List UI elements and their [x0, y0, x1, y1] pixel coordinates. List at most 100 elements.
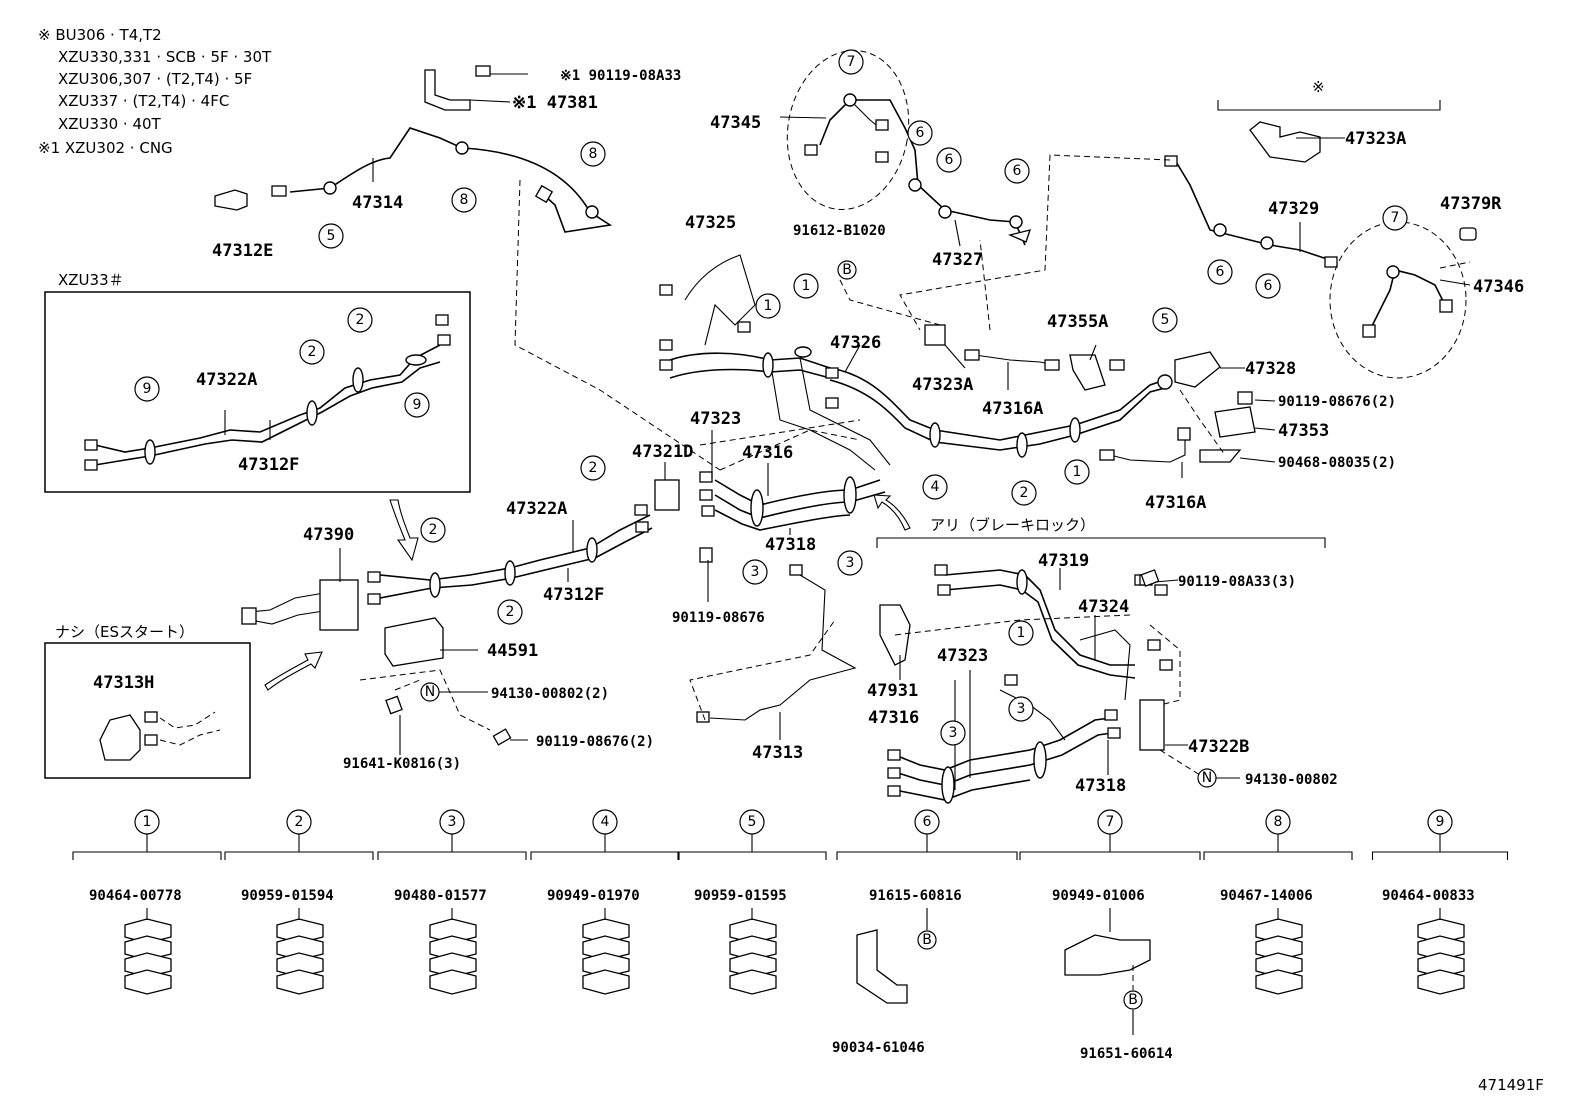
svg-text:6: 6	[1264, 278, 1273, 294]
inset-box-nashi	[44, 642, 251, 779]
clamp-part-6: 91615-60816	[869, 888, 962, 904]
label-47318-b: 47318	[1075, 776, 1126, 796]
svg-text:5: 5	[1161, 312, 1170, 328]
svg-text:2: 2	[356, 312, 365, 328]
inset-47313H	[99, 711, 221, 761]
clamp-legend-5: 5 90959-01595	[677, 809, 827, 995]
svg-text:B: B	[922, 932, 932, 948]
svg-text:2: 2	[1020, 485, 1029, 501]
clamp-dots	[144, 93, 1400, 804]
callout-1: 1	[793, 273, 819, 299]
pipe-47314	[214, 65, 613, 233]
note-line-5: XZU330 · 40T	[58, 115, 162, 133]
clamp-number-8: 8	[1265, 809, 1291, 835]
label-47390: 47390	[303, 525, 354, 545]
callout-7: 7	[1382, 205, 1408, 231]
label-47316A-low: 47316A	[1145, 493, 1206, 513]
label-90119-08A33: ※1 90119-08A33	[560, 68, 681, 84]
label-47322B: 47322B	[1188, 737, 1249, 757]
clamp-sketch-9	[1417, 908, 1465, 995]
svg-text:1: 1	[802, 278, 811, 294]
clamp-number-6: 6	[914, 809, 940, 835]
svg-text:9: 9	[1436, 814, 1445, 830]
clamp-extra-part-6: 90034-61046	[832, 1040, 925, 1056]
label-47312F-inset: 47312F	[238, 455, 299, 475]
model-notes: ※ BU306 · T4,T2 XZU330,331 · SCB · 5F · …	[38, 26, 272, 157]
label-47323A-top: 47323A	[1345, 129, 1406, 149]
callout-6: 6	[1004, 158, 1030, 184]
clamp-number-5: 5	[739, 809, 765, 835]
label-47316-b: 47316	[868, 708, 919, 728]
clamp-number-2: 2	[286, 809, 312, 835]
callout-3: 3	[940, 720, 966, 746]
block-47322B	[1139, 699, 1165, 751]
note-line-4: XZU337 · (T2,T4) · 4FC	[58, 92, 229, 110]
label-47353: 47353	[1278, 421, 1329, 441]
clamp-part-8: 90467-14006	[1220, 888, 1313, 904]
label-47326: 47326	[830, 333, 881, 353]
callout-6: 6	[936, 147, 962, 173]
pipe-right-top	[1164, 121, 1477, 379]
marker-n-1: N	[420, 682, 440, 702]
label-47327: 47327	[932, 250, 983, 270]
clamp-legend-2: 2 90959-01594	[224, 809, 374, 995]
pipe-right-mid	[964, 349, 1256, 463]
clamp-legend-8: 8 90467-14006	[1203, 809, 1353, 995]
svg-text:8: 8	[460, 192, 469, 208]
pipe-fitting	[271, 185, 287, 197]
svg-text:3: 3	[949, 725, 958, 741]
bracket-47355A	[1069, 354, 1106, 391]
svg-text:4: 4	[601, 814, 610, 830]
label-47379R: 47379R	[1440, 194, 1502, 214]
grommet-47379R	[1459, 227, 1477, 241]
bracket-47381	[424, 69, 471, 111]
svg-text:B: B	[1128, 992, 1138, 1008]
callout-3: 3	[1008, 696, 1034, 722]
svg-text:5: 5	[748, 814, 757, 830]
clamp-sketch-7: B	[1064, 908, 1151, 1035]
block-47321D	[654, 479, 680, 511]
callout-6: 6	[1207, 259, 1233, 285]
clamp-number-3: 3	[439, 809, 465, 835]
callout-1: 1	[1008, 620, 1034, 646]
svg-text:1: 1	[143, 814, 152, 830]
svg-text:6: 6	[945, 152, 954, 168]
pipe-fitting	[534, 184, 554, 204]
clamp-part-9: 90464-00833	[1382, 888, 1475, 904]
svg-text:6: 6	[1216, 264, 1225, 280]
clamp-sketch-4	[582, 908, 630, 995]
svg-text:6: 6	[923, 814, 932, 830]
clamp-extra-part-7: 91651-60614	[1080, 1046, 1173, 1062]
bracket-47353	[1214, 406, 1256, 438]
callout-8: 8	[580, 141, 606, 167]
pipe-right-lower	[876, 537, 1326, 801]
label-47381: ※1 47381	[512, 93, 598, 113]
label-91612-B1020: 91612-B1020	[793, 223, 886, 239]
pipe-47345-47327	[786, 50, 1031, 346]
svg-text:3: 3	[1017, 701, 1026, 717]
clamp-part-5: 90959-01595	[694, 888, 787, 904]
label-44591: 44591	[487, 641, 538, 661]
pipe-47313	[696, 574, 857, 723]
label-47312F: 47312F	[543, 585, 604, 605]
callout-2: 2	[1011, 480, 1037, 506]
inset-box-xzu33	[44, 291, 471, 493]
marker-b-top: B	[837, 260, 857, 280]
label-47316A-mid: 47316A	[982, 399, 1043, 419]
bracket-47312E	[214, 189, 248, 211]
svg-text:1: 1	[764, 298, 773, 314]
callout-6: 6	[1255, 273, 1281, 299]
clamp-number-9: 9	[1427, 809, 1453, 835]
clamp-sketch-1	[124, 908, 172, 995]
callout-3: 3	[837, 550, 863, 576]
label-94130-00802-2: 94130-00802(2)	[491, 686, 609, 702]
clamp-part-2: 90959-01594	[241, 888, 334, 904]
svg-text:B: B	[842, 262, 852, 278]
clamp-legend-9: 9 90464-00833	[1371, 809, 1509, 995]
bracket-44591	[384, 617, 444, 667]
label-47345: 47345	[710, 113, 761, 133]
